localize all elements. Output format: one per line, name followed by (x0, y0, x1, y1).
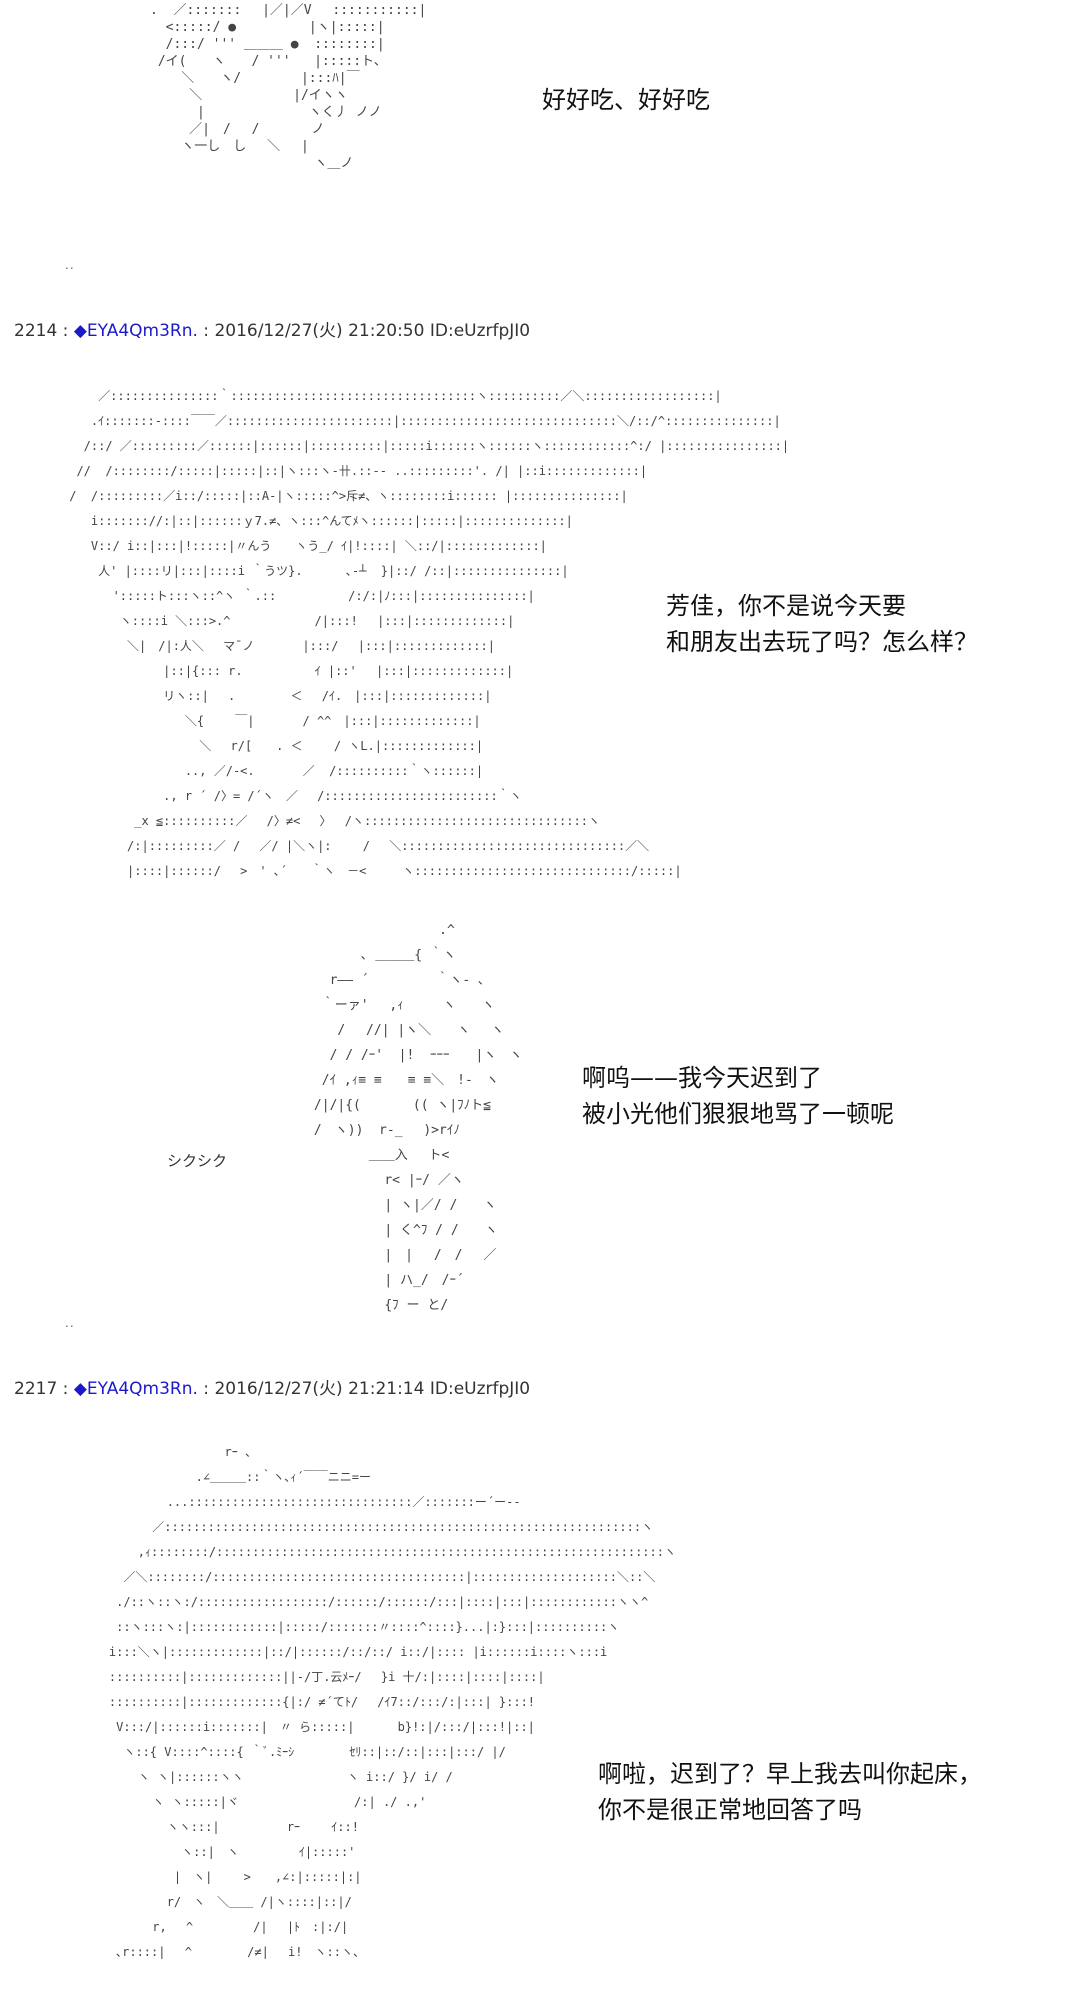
dialog-line: 芳佳，你不是说今天要 (666, 592, 906, 620)
post-number: 2217 (14, 1379, 58, 1399)
dialog-line: 被小光他们狠狠地骂了一顿呢 (582, 1100, 894, 1128)
dialog-line: 你不是很正常地回答了吗 (598, 1796, 862, 1824)
post-date: 2016/12/27(火) 21:20:50 (214, 321, 425, 341)
ascii-art-yoshika-window: ／:::::::::::::::｀:::::::::::::::::::::::… (69, 389, 790, 878)
post-id: ID:eUzrfpJI0 (429, 321, 531, 341)
tripcode-diamond-icon: ◆ (73, 1379, 87, 1399)
post-header-2214: 2214 : ◆EYA4Qm3Rn. : 2016/12/27(火) 21:20… (14, 316, 530, 341)
ascii-art-eating: . ／::::::: |／|／V :::::::::::| <:::::/ ● … (150, 3, 427, 171)
ascii-art-long-hair-girl: rｰ 、 .∠＿＿＿::｀ヽ､ｨ´￣￣ニニ=ー ...:::::::::::::… (108, 1445, 676, 1959)
dialog-line: 好好吃、好好吃 (542, 86, 710, 114)
separator-dots: .. (65, 1316, 75, 1330)
post-number: 2214 (14, 321, 58, 341)
dialog-yoshika-question: 芳佳，你不是说今天要 和朋友出去玩了吗？怎么样？ (666, 588, 978, 660)
tripcode-diamond-icon: ◆ (73, 321, 87, 341)
post-colon: : (62, 321, 74, 341)
poster-name[interactable]: EYA4Qm3Rn. (86, 321, 198, 341)
dialog-wake-up: 啊啦，迟到了？早上我去叫你起床， 你不是很正常地回答了吗 (598, 1756, 982, 1828)
post-colon: : (62, 1379, 74, 1399)
sound-effect-sobbing: シクシク (167, 1152, 228, 1170)
separator-dots: .. (65, 258, 75, 272)
ascii-art-crying-girl: .^ ､ ＿＿＿{ ｀ヽ r―― ´ ｀ヽ- ､ ｀ーァ' ,ｨ ヽ ヽ / /… (313, 923, 523, 1313)
post-colon: : (203, 321, 215, 341)
dialog-line: 和朋友出去玩了吗？怎么样？ (666, 628, 978, 656)
post-header-2217: 2217 : ◆EYA4Qm3Rn. : 2016/12/27(火) 21:21… (14, 1374, 530, 1399)
post-date: 2016/12/27(火) 21:21:14 (214, 1379, 425, 1399)
dialog-line: 啊呜——我今天迟到了 (582, 1064, 822, 1092)
post-id: ID:eUzrfpJI0 (429, 1379, 531, 1399)
poster-name[interactable]: EYA4Qm3Rn. (86, 1379, 198, 1399)
post-colon: : (203, 1379, 215, 1399)
dialog-late-scolded: 啊呜——我今天迟到了 被小光他们狠狠地骂了一顿呢 (582, 1060, 894, 1132)
dialog-line: 啊啦，迟到了？早上我去叫你起床， (598, 1760, 982, 1788)
dialog-eating: 好好吃、好好吃 (542, 82, 710, 118)
